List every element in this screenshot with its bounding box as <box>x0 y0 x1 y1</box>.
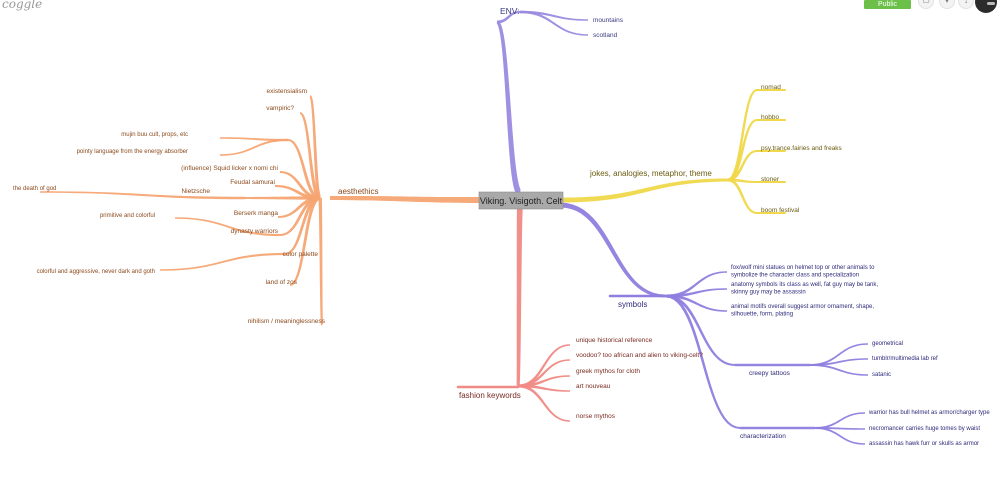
symbols-child-line <box>665 294 728 312</box>
symbols-child-creepy-tattoos[interactable]: creepy tattoos <box>749 370 791 377</box>
app-logo[interactable]: coggle <box>2 0 43 11</box>
avatar[interactable] <box>975 0 997 13</box>
jokes-child-stoner[interactable]: stoner <box>761 176 780 183</box>
aesthetics-child-line <box>274 185 321 200</box>
fashion-branch-line <box>516 205 523 387</box>
characterization-child-warrior-has-bull-helmet-as-armor-charger[interactable]: warrior has bull helmet as armor/charger… <box>868 410 990 416</box>
symbols-child-fox-wolf-mini-statues-on-helmet-top-or-o[interactable]: fox/wolf mini statues on helmet top or o… <box>731 265 875 279</box>
aesthetics-branch-line <box>329 195 482 203</box>
aesthetics-grandchild-pointy-language-from-the-energy-absorber[interactable]: pointy language from the energy absorber <box>77 149 188 155</box>
fashion-child-line <box>517 344 571 388</box>
aesthetics-child-line <box>318 196 323 326</box>
aesthetics-child-line <box>289 196 321 286</box>
branch-lines <box>39 10 869 445</box>
symbols-child-animal-motifs-overall-suggest-armor-orna[interactable]: animal motifs overall suggest armor orna… <box>731 304 874 318</box>
branch-label-aesthetics[interactable]: aesthethics <box>338 187 378 196</box>
aesthetics-child-existensialism[interactable]: existensialism <box>267 88 307 95</box>
fashion-child-line <box>517 359 571 388</box>
env-child-mountains[interactable]: mountains <box>593 17 624 24</box>
aesthetics-child-influence-squid-licker-x-nomi-chi[interactable]: (influence) Squid licker x nomi chi <box>181 165 278 172</box>
branch-label-symbols[interactable]: symbols <box>618 300 647 309</box>
jokes-child-line <box>727 178 758 184</box>
aesthetics-grandchild-line <box>174 217 281 237</box>
aesthetics-grandchild-line <box>219 137 289 142</box>
fashion-child-line <box>517 384 571 422</box>
env-child-scotland[interactable]: scotland <box>593 32 618 39</box>
branch-label-jokes[interactable]: jokes, analogies, metaphor, theme <box>589 169 712 178</box>
symbols-child-characterization[interactable]: characterization <box>740 433 786 440</box>
jokes-child-line <box>727 119 758 182</box>
tattoo-child-geometrical[interactable]: geometrical <box>872 341 903 347</box>
aesthetics-grandchild-the-death-of-god[interactable]: the death of god <box>13 186 56 192</box>
aesthetics-child-line <box>279 171 321 200</box>
aesthetics-grandchild-line <box>159 252 286 271</box>
aesthetics-child-line <box>279 196 321 236</box>
jokes-branch-line <box>561 178 731 203</box>
aesthetics-grandchild-primitive-and-colorful[interactable]: primitive and colorful <box>100 213 155 219</box>
symbols-child-line <box>665 288 728 298</box>
characterization-child-line <box>814 427 866 430</box>
characterization-line <box>740 426 815 430</box>
branch-label-fashion[interactable]: fashion keywords <box>459 391 521 400</box>
jokes-child-nomad[interactable]: nomad <box>761 84 781 91</box>
jokes-child-line <box>727 178 758 214</box>
jokes-child-psy-trance-fairies-and-freaks[interactable]: psy.trance.fairies and freaks <box>761 145 843 152</box>
branch-label-env[interactable]: ENV: <box>500 6 520 16</box>
fashion-child-line <box>517 384 571 392</box>
aesthetics-child-line <box>287 139 321 200</box>
tattoo-child-line <box>809 364 869 376</box>
tattoo-child-line <box>809 343 869 366</box>
aesthetics-child-line <box>245 196 320 200</box>
env-branch-hook <box>496 11 521 24</box>
tattoo-child-tumblr-multimedia-lab-ref[interactable]: tumblr/multimedia lab ref <box>872 356 938 362</box>
aesthetics-grandchild-line <box>39 191 246 200</box>
characterization-child-line <box>814 412 866 429</box>
env-child-line <box>519 10 589 36</box>
root-node-label[interactable]: Viking. Visigoth. Celt <box>480 196 563 206</box>
aesthetics-child-line <box>309 95 321 200</box>
characterization-child-necromancer-carries-huge-tomes-by-waist[interactable]: necromancer carries huge tomes by waist <box>869 426 980 432</box>
aesthetics-child-nihilism-meaninglessness[interactable]: nihilism / meaninglessness <box>248 318 326 325</box>
public-diagram-badge[interactable]: Public Diagram <box>864 0 911 17</box>
aesthetics-child-nietzsche[interactable]: Nietzsche <box>181 188 210 195</box>
env-branch-line <box>496 20 521 196</box>
aesthetics-grandchild-line <box>219 138 289 156</box>
fashion-child-art-nouveau[interactable]: art nouveau <box>576 383 611 390</box>
aesthetics-child-line <box>284 196 321 255</box>
fashion-child-unique-historical-reference[interactable]: unique historical reference <box>576 337 653 344</box>
symbols-child-line <box>665 294 736 366</box>
characterization-child-assassin-has-hawk-furr-or-skulls-as-armo[interactable]: assassin has hawk furr or skulls as armo… <box>869 441 979 447</box>
aesthetics-grandchild-colorful-and-aggressive-never-dark-and-g[interactable]: colorful and aggressive, never dark and … <box>37 269 155 275</box>
fashion-child-greek-mythos-for-cloth[interactable]: greek mythos for cloth <box>576 368 640 375</box>
aesthetics-grandchild-mujin-buu-cult-props-etc[interactable]: mujin buu cult, props, etc <box>121 132 188 138</box>
symbols-child-line <box>665 271 728 298</box>
root-node-box[interactable] <box>478 191 564 210</box>
symbols-child-anatomy-symbols-its-class-as-well-fat-gu[interactable]: anatomy symbols its class as well, fat g… <box>731 282 878 296</box>
aesthetics-child-vampiric[interactable]: vampiric? <box>266 105 294 112</box>
aesthetics-child-berserk-manga[interactable]: Berserk manga <box>234 210 278 217</box>
symbols-child-line <box>665 294 741 429</box>
fashion-child-voodoo-too-african-and-alien-to-viking-c[interactable]: voodoo? too african and alien to viking-… <box>576 352 703 359</box>
jokes-child-hobbo[interactable]: hobbo <box>761 114 779 121</box>
tattoo-child-satanic[interactable]: satanic <box>872 372 891 378</box>
tattoo-child-line <box>809 358 869 366</box>
creepy-tattoos-line <box>735 363 810 367</box>
node-labels: ENV: mountains scotland jokes, analogies, m… <box>13 6 990 447</box>
jokes-child-line <box>727 150 758 182</box>
aesthetics-child-line <box>299 112 321 200</box>
jokes-child-boom-festival[interactable]: boom festival <box>761 207 800 214</box>
aesthetics-child-feudal-samurai[interactable]: Feudal samurai <box>230 179 275 186</box>
jokes-child-line <box>727 89 758 182</box>
aesthetics-child-dynasty-warriors[interactable]: dynasty warriors <box>231 228 279 235</box>
aesthetics-child-color-palette[interactable]: color palette <box>283 251 319 258</box>
aesthetics-child-land-of-zos[interactable]: land of zos <box>266 279 298 286</box>
characterization-child-line <box>814 427 866 445</box>
fashion-child-line <box>517 375 571 388</box>
symbols-branch-line <box>559 202 666 298</box>
fashion-child-norse-mythos[interactable]: norse mythos <box>576 413 616 420</box>
